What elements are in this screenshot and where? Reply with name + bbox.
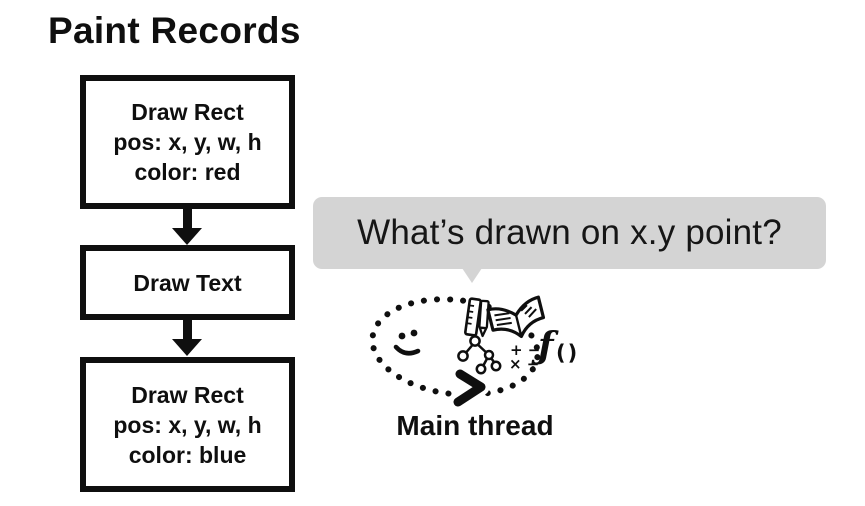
speech-bubble-text: What’s drawn on x.y point?	[357, 213, 782, 252]
speech-bubble-tail	[462, 268, 482, 283]
loop-chevron-arrow-icon	[449, 365, 490, 408]
box-line: color: red	[134, 159, 241, 185]
paint-record-box-draw-rect-red: Draw Rect pos: x, y, w, h color: red	[80, 75, 295, 209]
main-thread-label: Main thread	[396, 410, 554, 441]
math-symbols-icon: + − × ÷	[509, 341, 540, 373]
flow-arrow-stem	[183, 207, 192, 228]
box-line: pos: x, y, w, h	[113, 411, 262, 438]
svg-text:× ÷: × ÷	[509, 355, 539, 373]
open-book-icon	[486, 295, 546, 339]
box-line: Draw Rect	[131, 99, 244, 125]
flow-arrow-down-icon	[172, 339, 202, 356]
paint-record-box-draw-rect-blue: Draw Rect pos: x, y, w, h color: blue	[80, 357, 295, 492]
node-tree-icon	[457, 335, 502, 375]
main-thread-doodle: + − × ÷ ƒ ()	[369, 295, 579, 408]
ruler-icon	[464, 297, 482, 337]
function-notation-icon: ƒ ()	[531, 325, 579, 367]
box-line: Draw Text	[133, 269, 242, 296]
box-line: Draw Rect	[131, 381, 244, 408]
box-line: color: blue	[128, 441, 247, 468]
speech-bubble: What’s drawn on x.y point?	[313, 197, 826, 269]
dotted-ellipse-face	[369, 296, 541, 398]
flow-arrow-down-icon	[172, 228, 202, 245]
pencil-icon	[478, 299, 490, 338]
svg-text:+ −: + −	[510, 341, 540, 359]
svg-text:(): ()	[556, 341, 579, 365]
flow-arrow-stem	[183, 318, 192, 339]
page-title: Paint Records	[48, 10, 301, 51]
box-line: pos: x, y, w, h	[113, 129, 262, 155]
paint-record-box-draw-text: Draw Text	[80, 245, 295, 320]
